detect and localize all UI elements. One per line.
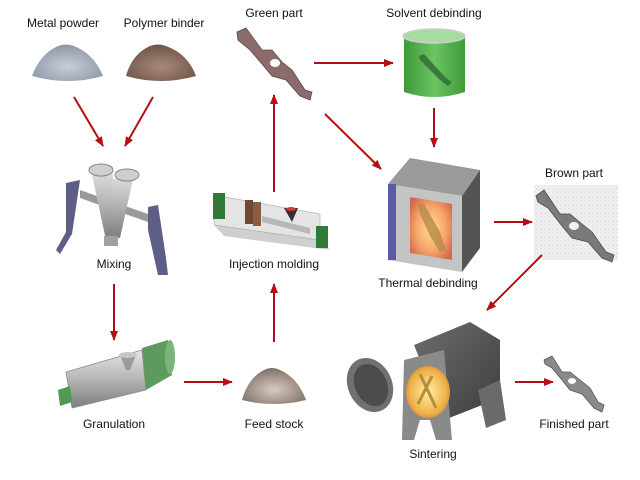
thermal-debinding-node: Thermal debinding (378, 158, 480, 290)
solvent-debinding-label: Solvent debinding (386, 6, 481, 20)
flow-arrows (73, 59, 554, 386)
arrow-green-part-to-thermal-debinding (324, 113, 382, 170)
brown-part-node: Brown part (534, 166, 618, 263)
mixing-node: Mixing (56, 163, 168, 275)
arrow-polymer-binder-to-mixing (124, 96, 154, 147)
sintering-label: Sintering (409, 447, 456, 461)
thermal-debinding-label: Thermal debinding (378, 276, 477, 290)
mixing-label: Mixing (97, 257, 132, 271)
granulation-node: Granulation (58, 340, 175, 431)
injection-molding-machine-icon (213, 193, 330, 250)
granulator-icon (58, 340, 175, 409)
metal-powder-node: Metal powder (27, 16, 103, 81)
granulation-label: Granulation (83, 417, 145, 431)
solvent-beaker-icon (402, 28, 466, 97)
arrow-metal-powder-to-mixing (73, 96, 104, 147)
finished-part-node: Finished part (539, 355, 609, 431)
metal-powder-label: Metal powder (27, 16, 99, 30)
green-part-node: Green part (236, 6, 313, 101)
green-part-label: Green part (245, 6, 303, 20)
brown-part-icon (535, 189, 615, 263)
feed-stock-node: Feed stock (242, 368, 306, 431)
green-part-icon (236, 27, 313, 101)
metal-powder-pile-icon (32, 44, 103, 81)
polymer-binder-pile-icon (126, 44, 196, 81)
polymer-binder-node: Polymer binder (124, 16, 205, 81)
arrow-brown-part-to-sintering (486, 254, 543, 311)
thermal-oven-icon (388, 158, 480, 272)
solvent-debinding-node: Solvent debinding (386, 6, 482, 97)
finished-part-icon (543, 355, 605, 413)
sintering-node: Sintering (346, 322, 506, 461)
feed-stock-pile-icon (242, 368, 306, 404)
sintering-furnace-icon (346, 322, 506, 440)
finished-part-label: Finished part (539, 417, 609, 431)
brown-part-label: Brown part (545, 166, 604, 180)
injection-molding-node: Injection molding (213, 193, 330, 271)
v-blender-icon (56, 163, 168, 275)
feed-stock-label: Feed stock (245, 417, 305, 431)
polymer-binder-label: Polymer binder (124, 16, 205, 30)
injection-molding-label: Injection molding (229, 257, 319, 271)
